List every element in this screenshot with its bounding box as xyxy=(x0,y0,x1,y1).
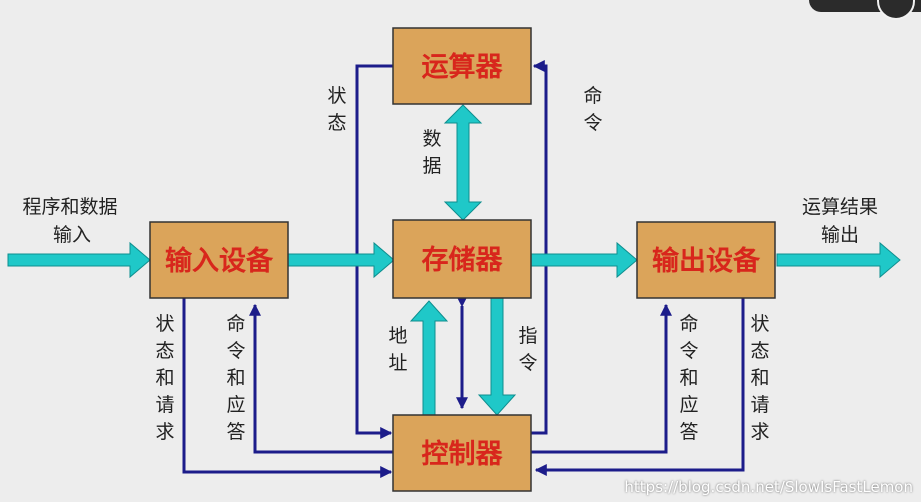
status-line-alu xyxy=(355,64,393,439)
input-command-response-line xyxy=(249,303,393,454)
alu-box: 运算器 xyxy=(392,27,532,105)
memory-to-output-arrow xyxy=(530,241,638,279)
output-status-request-label: 状态和请求 xyxy=(750,313,769,443)
program-input-label-line1: 程序和数据 xyxy=(22,196,117,218)
alu-memory-data-arrow xyxy=(443,104,483,221)
result-output-arrow xyxy=(776,241,901,279)
output-command-response-line xyxy=(531,303,672,454)
output-command-response-label: 命令和应答 xyxy=(679,313,698,443)
input-device-box: 输入设备 xyxy=(149,221,289,299)
command-top-label: 命令 xyxy=(583,85,602,134)
result-output-label-line1: 运算结果 xyxy=(802,196,878,218)
command-line-alu xyxy=(531,60,548,435)
memory-label: 存储器 xyxy=(422,245,504,276)
data-label: 数据 xyxy=(422,128,441,177)
output-device-box: 输出设备 xyxy=(636,221,776,299)
controller-label: 控制器 xyxy=(422,439,504,470)
output-status-request-line xyxy=(534,298,745,476)
instruction-arrow xyxy=(477,297,517,416)
memory-box: 存储器 xyxy=(392,219,532,299)
instruction-label: 指令 xyxy=(518,325,537,374)
alu-label: 运算器 xyxy=(422,51,504,83)
input-device-label: 输入设备 xyxy=(165,245,274,277)
output-device-label: 输出设备 xyxy=(652,245,761,277)
address-label: 地址 xyxy=(388,325,407,374)
status-top-label: 状态 xyxy=(327,85,346,134)
watermark: https://blog.csdn.net/SlowIsFastLemon xyxy=(624,478,913,496)
program-input-label-line2: 输入 xyxy=(53,224,91,246)
input-status-request-label: 状态和请求 xyxy=(155,313,174,443)
input-to-memory-arrow xyxy=(287,241,395,279)
input-status-request-line xyxy=(182,298,393,478)
program-input-arrow xyxy=(7,241,151,279)
address-arrow xyxy=(409,300,449,416)
control-lines xyxy=(182,60,745,478)
input-command-response-label: 命令和应答 xyxy=(226,313,245,443)
result-output-label-line2: 输出 xyxy=(821,224,859,246)
controller-box: 控制器 xyxy=(392,414,532,492)
